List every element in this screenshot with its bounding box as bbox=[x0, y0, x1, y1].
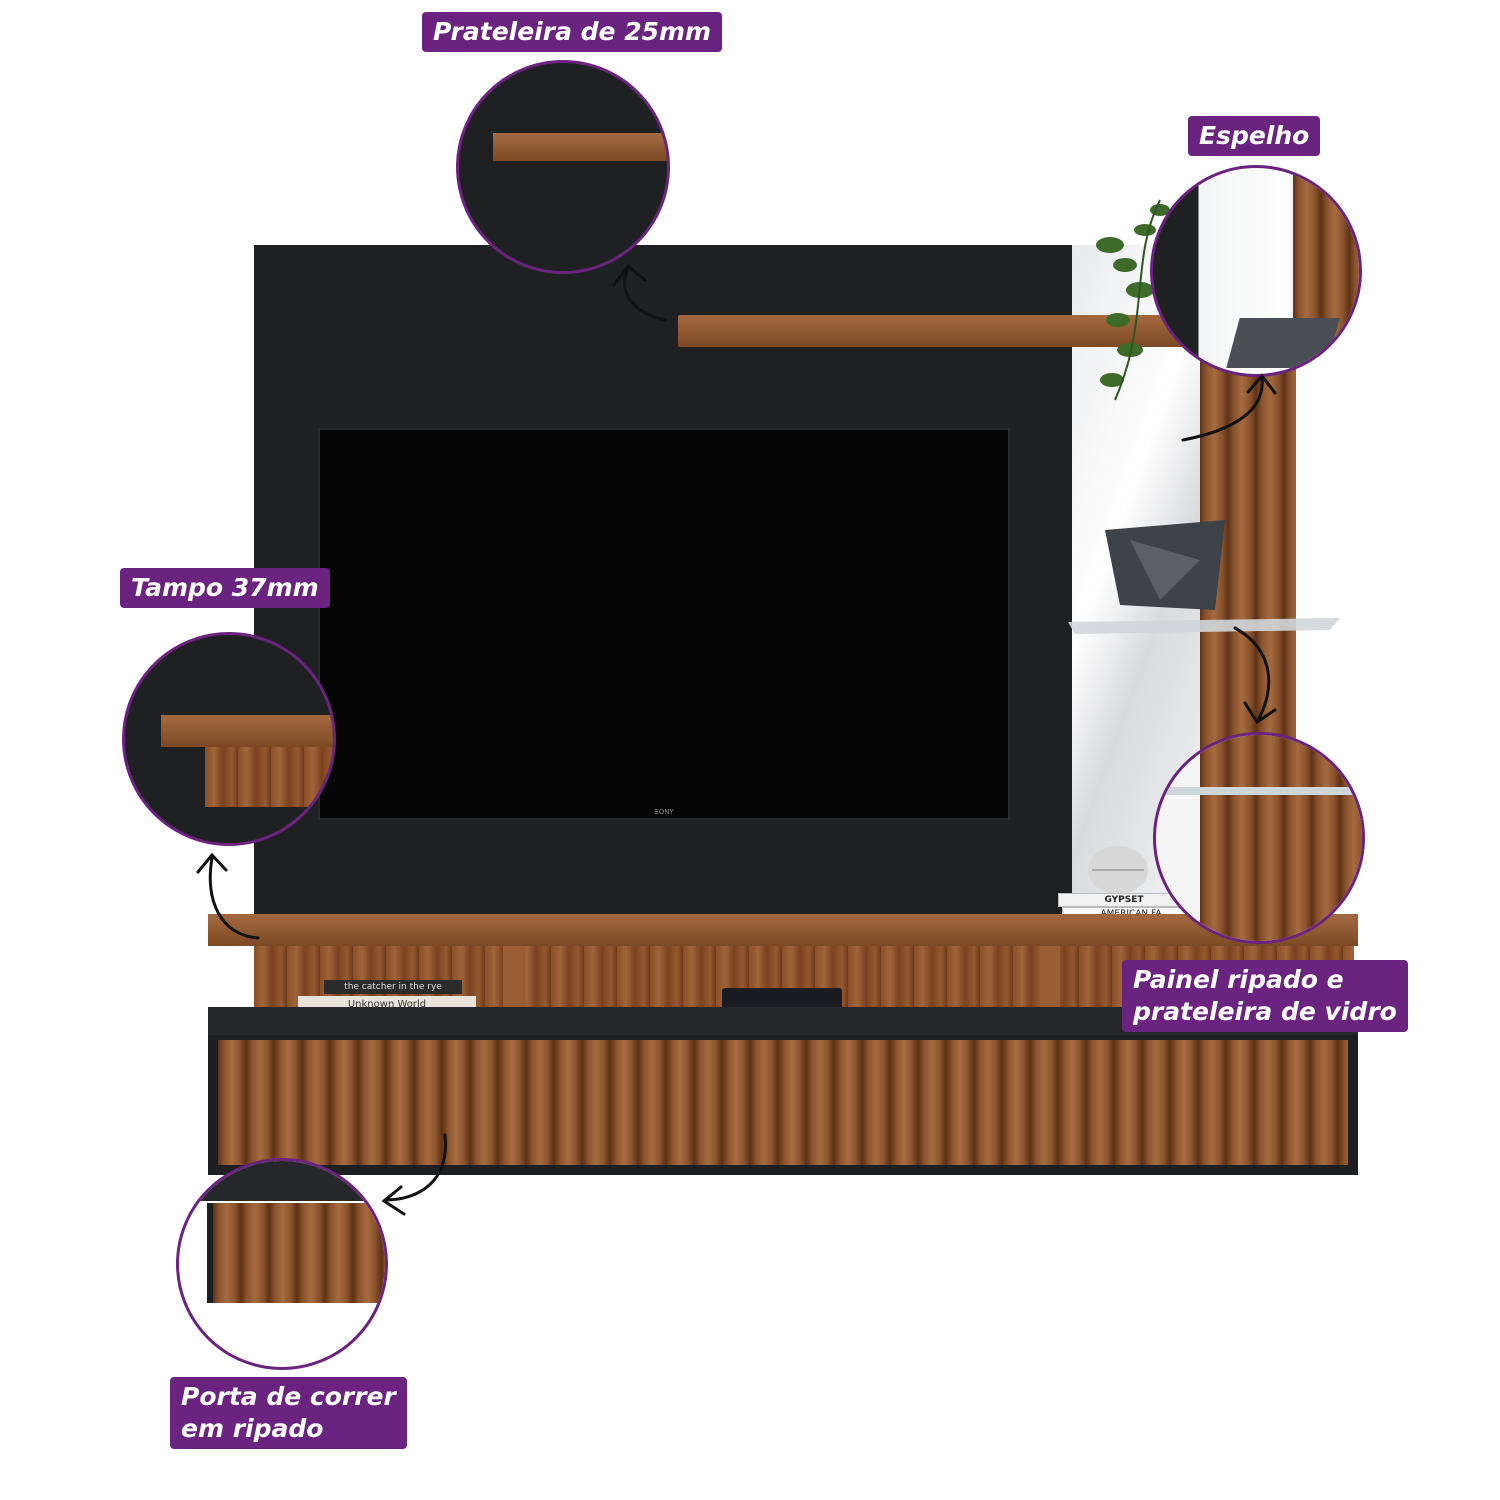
tv-screen: SONY bbox=[318, 428, 1010, 820]
zoom-circle-mirror bbox=[1150, 165, 1362, 377]
upper-shelf bbox=[678, 315, 1183, 347]
label-sliding-door: Porta de correr em ripado bbox=[170, 1377, 407, 1449]
cabinet-slatted-door bbox=[218, 1040, 1348, 1165]
zoom-slats bbox=[1200, 735, 1362, 941]
shelf-divider bbox=[503, 946, 523, 1011]
zoom-door-slats bbox=[207, 1203, 385, 1303]
zoom-circle-slatted bbox=[1153, 732, 1365, 944]
shelf-divider bbox=[1040, 946, 1060, 1011]
label-line: em ripado bbox=[181, 1414, 324, 1443]
zoom-circle-top bbox=[122, 632, 336, 846]
tv-brand: SONY bbox=[654, 808, 674, 816]
label-shelf-25mm: Prateleira de 25mm bbox=[422, 12, 723, 52]
label-mirror: Espelho bbox=[1188, 116, 1321, 156]
zoom-cabinet-top bbox=[179, 1161, 385, 1201]
label-line: prateleira de vidro bbox=[1133, 997, 1397, 1026]
main-top-shelf bbox=[208, 914, 1358, 946]
label-slatted-panel: Painel ripado e prateleira de vidro bbox=[1122, 960, 1408, 1032]
zoom-shelf bbox=[493, 133, 667, 161]
book: the catcher in the rye bbox=[324, 980, 462, 994]
zoom-circle-door bbox=[176, 1158, 388, 1370]
zoom-glass-shelf bbox=[1166, 787, 1356, 795]
zoom-wood-back bbox=[205, 747, 333, 807]
label-top-37mm: Tampo 37mm bbox=[120, 568, 330, 608]
zoom-top-shelf bbox=[161, 715, 333, 747]
label-line: Porta de correr bbox=[181, 1382, 396, 1411]
zoom-circle-shelf bbox=[456, 60, 670, 274]
label-line: Painel ripado e bbox=[1133, 965, 1344, 994]
